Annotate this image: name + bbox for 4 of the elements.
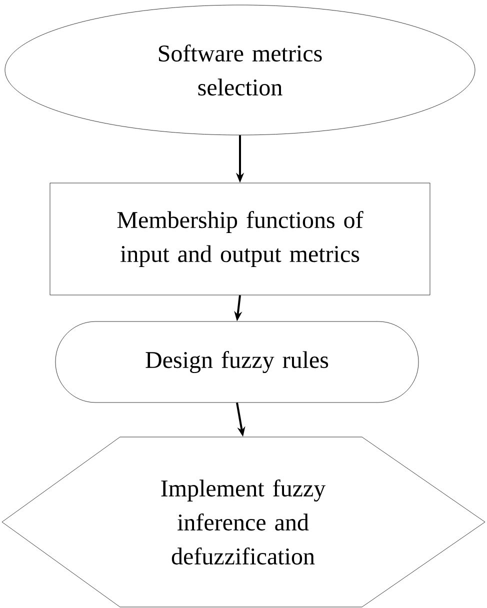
rounded-box: Design fuzzy rules	[55, 321, 419, 403]
ellipse-node: Software metrics selection	[4, 4, 476, 136]
hexagon-node: Implement fuzzy inference and defuzzification	[2, 436, 486, 608]
process-box: Membership functions of input and output metrics	[50, 182, 430, 296]
